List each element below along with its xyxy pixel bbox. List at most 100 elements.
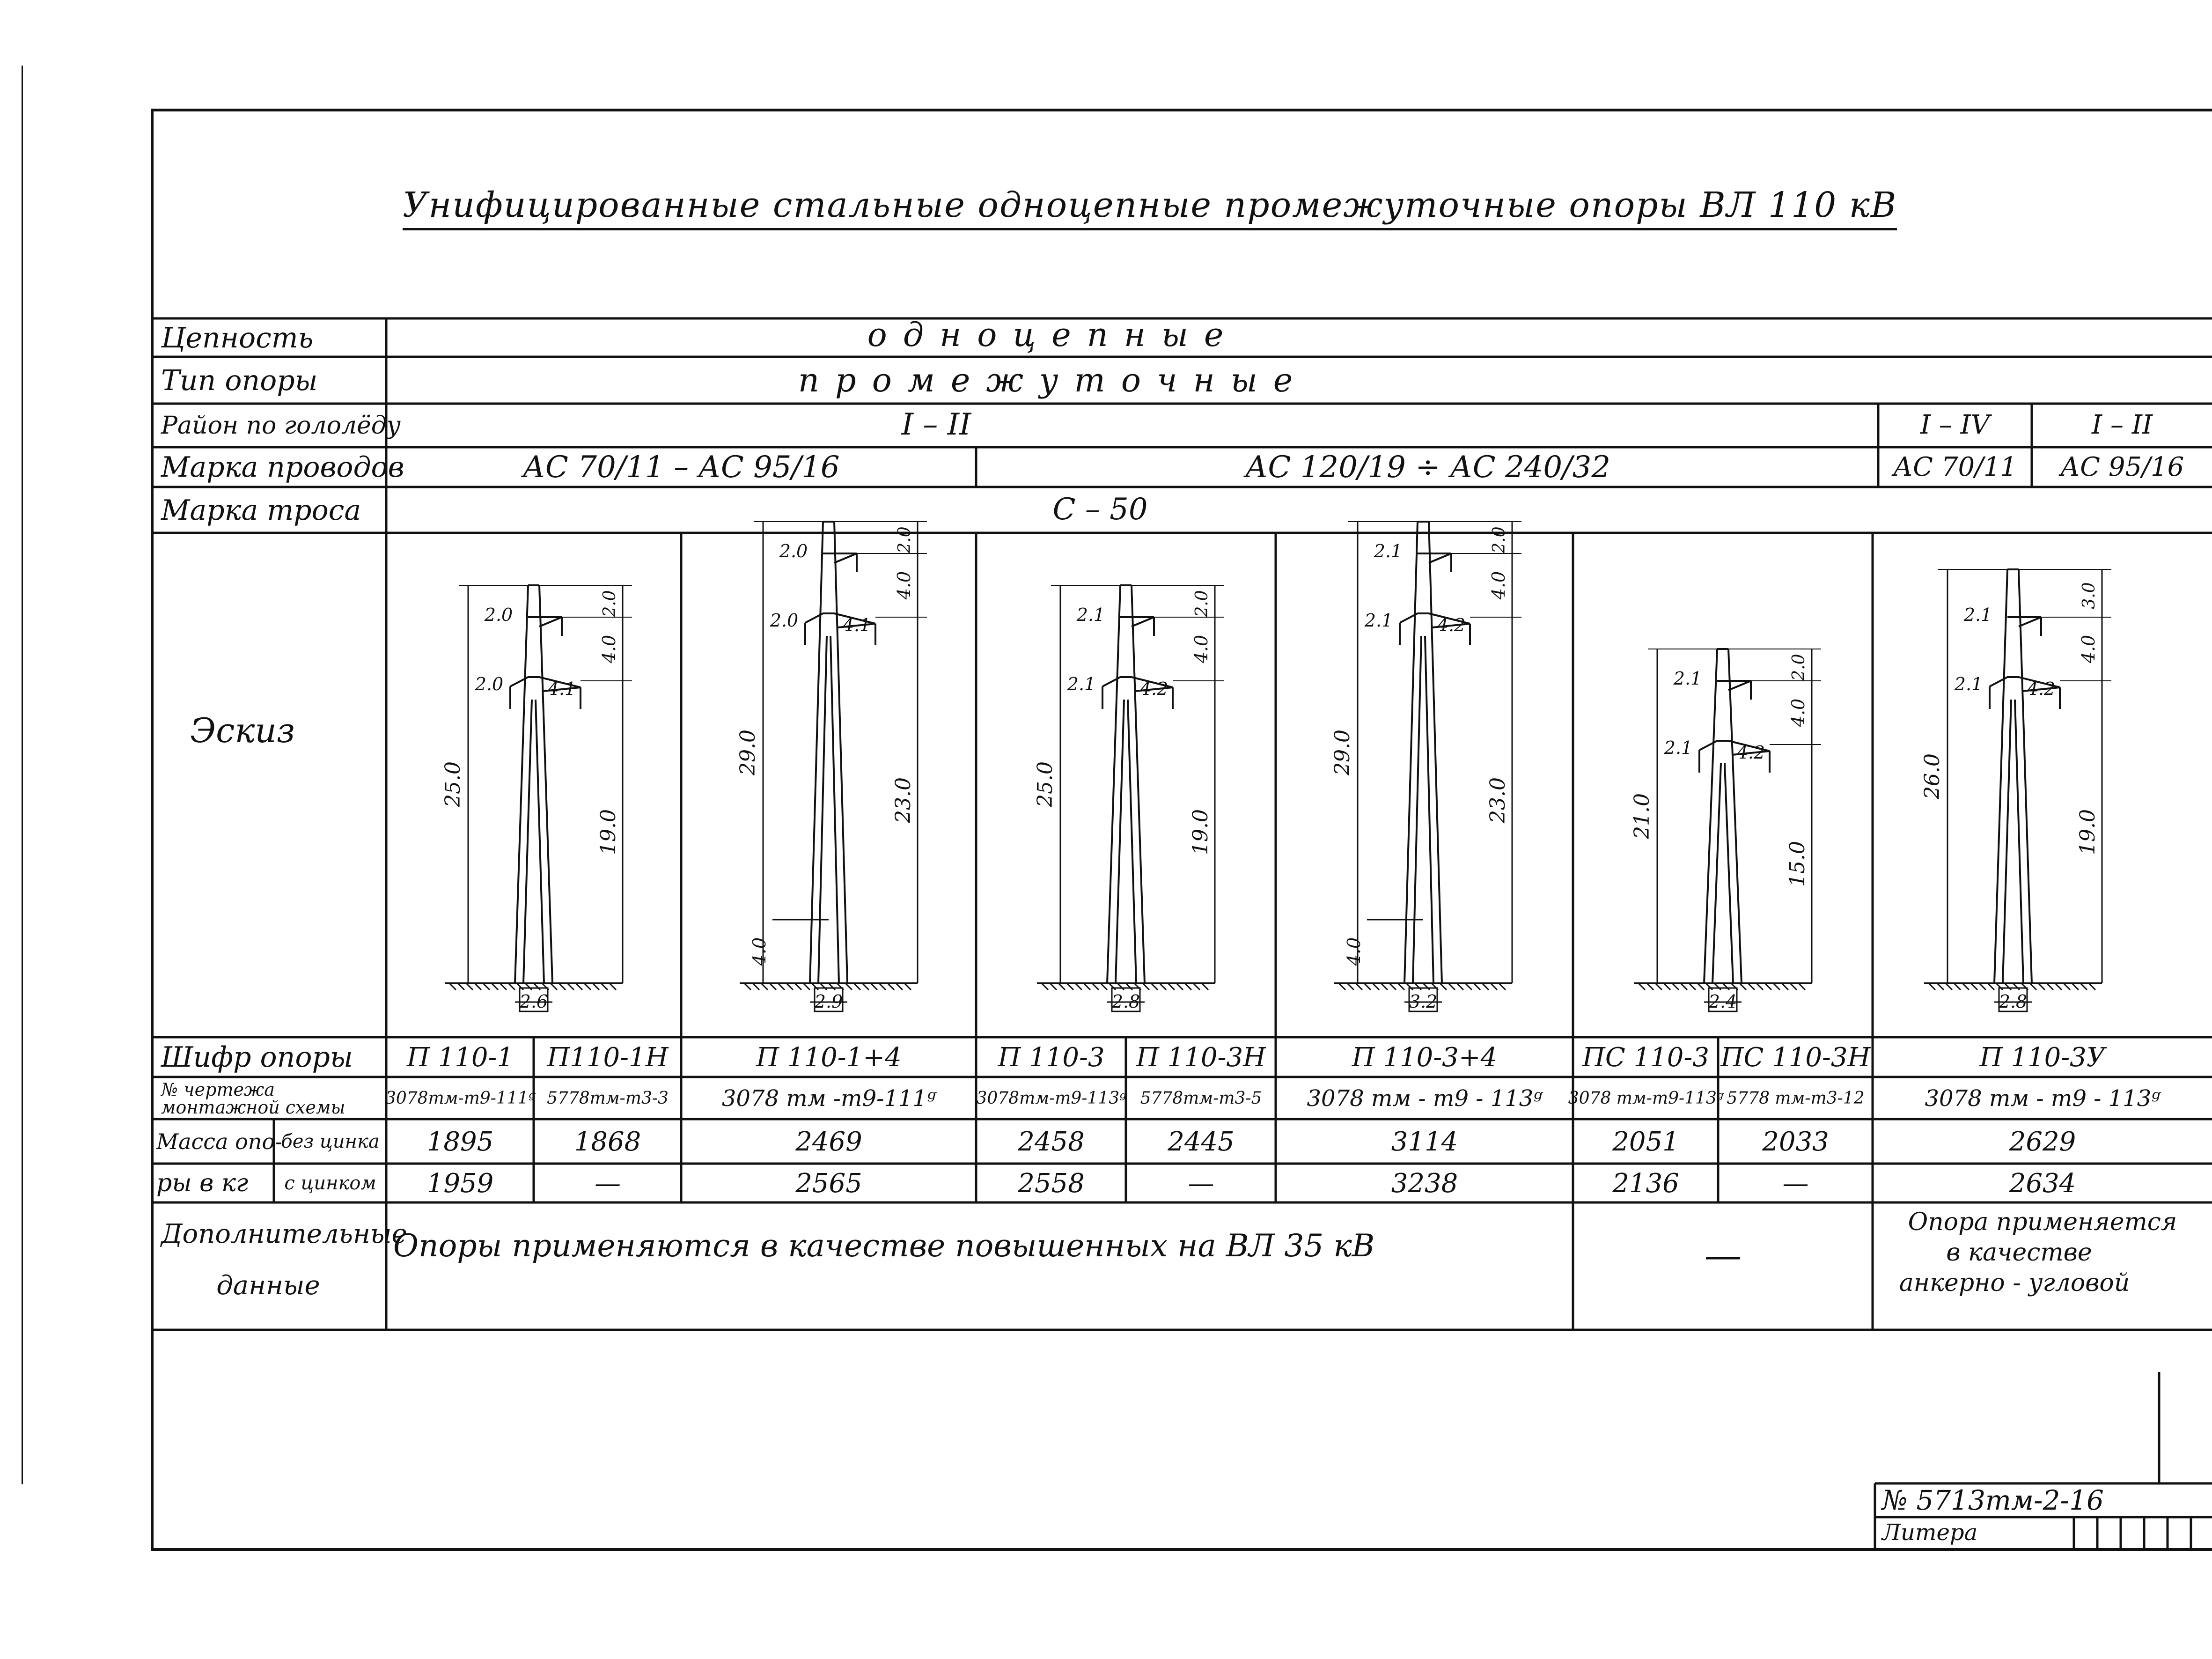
ground-hatch xyxy=(2037,982,2046,991)
ground-hatch xyxy=(752,982,760,991)
label-ice: Район по гололёду xyxy=(161,412,401,440)
ground-hatch xyxy=(1176,982,1184,991)
ground-hatch xyxy=(474,982,482,991)
ground-hatch xyxy=(550,982,558,991)
ground-hatch xyxy=(1142,982,1150,991)
dim-top-label: 2.0 xyxy=(1789,654,1808,681)
ground-hatch xyxy=(1397,982,1405,991)
extra-text-3b: в качестве xyxy=(1946,1239,2092,1267)
dim-bottom-label: 19.0 xyxy=(596,809,620,855)
label-code: Шифр опоры xyxy=(161,1041,353,1074)
crossarm-upper xyxy=(823,553,857,564)
tower-leg xyxy=(1727,649,1742,984)
extra-text-1: Опоры применяются в качестве повышенных … xyxy=(393,1227,1375,1264)
ground-hatch xyxy=(448,982,457,991)
wire-value-3: АС 70/11 xyxy=(1893,452,2017,482)
dim-total-label: 25.0 xyxy=(441,761,465,808)
drawing-1: 3078тм-т9-111ᵍ xyxy=(385,1089,536,1108)
ground-hatch xyxy=(1789,982,1798,991)
ground-hatch xyxy=(566,982,575,991)
base-box xyxy=(1708,987,1738,1012)
mass-zinc-2: — xyxy=(595,1168,621,1199)
ground-hatch xyxy=(1995,982,2004,991)
arm-label-3: 4.2 xyxy=(1736,742,1765,763)
ground-hatch xyxy=(878,982,887,991)
dim-top-label: 2.0 xyxy=(1192,590,1212,617)
tower-leg xyxy=(833,521,848,984)
ground-hatch xyxy=(1953,982,1962,991)
base-box xyxy=(1111,987,1141,1012)
margin-mark xyxy=(22,66,23,1484)
ground-hatch xyxy=(1422,982,1431,991)
ground-hatch xyxy=(1688,982,1697,991)
mass-bare-5: 2445 xyxy=(1168,1126,1235,1157)
ground-hatch xyxy=(1798,982,1806,991)
ground-hatch xyxy=(2063,982,2071,991)
ground-hatch xyxy=(1346,982,1355,991)
ground-hatch xyxy=(1372,982,1380,991)
ice-value-3: I – II xyxy=(2092,409,2153,440)
extra-text-3c: анкерно - угловой xyxy=(1899,1269,2130,1297)
ground-hatch xyxy=(1414,982,1422,991)
ground-hatch xyxy=(1159,982,1167,991)
tower-leg xyxy=(817,635,828,984)
dim-bottom-label: 23.0 xyxy=(1486,777,1510,824)
arm-label-3: 4.1 xyxy=(842,615,871,635)
ground-hatch xyxy=(870,982,878,991)
ground-hatch xyxy=(1671,982,1680,991)
tower-leg xyxy=(1428,521,1443,984)
ground-hatch xyxy=(600,982,609,991)
ground-hatch xyxy=(457,982,465,991)
ground-hatch xyxy=(1978,982,1987,991)
ground-hatch xyxy=(1192,982,1201,991)
drawing-6: 3078 тм - т9 - 113ᵍ xyxy=(1307,1085,1543,1112)
mass-zinc-9: 2634 xyxy=(2009,1168,2076,1199)
ground-hatch xyxy=(1058,982,1066,991)
tower-leg xyxy=(1993,569,2008,984)
ground-hatch xyxy=(1355,982,1363,991)
tower-leg xyxy=(1127,699,1137,984)
crossarm-lower xyxy=(1102,676,1173,692)
arm-label-1: 2.1 xyxy=(1963,605,1992,625)
tower-leg xyxy=(2014,699,2024,984)
mass-zinc-7: 2136 xyxy=(1612,1168,1679,1199)
code-8: ПС 110-3Н xyxy=(1720,1042,1871,1073)
tower-leg xyxy=(809,521,824,984)
mass-zinc-6: 3238 xyxy=(1391,1168,1458,1199)
ground-hatch xyxy=(1091,982,1100,991)
base-box xyxy=(814,987,844,1012)
ground-hatch xyxy=(1663,982,1671,991)
crossarm-lower xyxy=(1699,740,1770,756)
mass-bare-8: 2033 xyxy=(1762,1126,1829,1157)
mass-bare-1: 1895 xyxy=(426,1126,494,1157)
label-cable: Марка троса xyxy=(161,494,361,527)
code-9: П 110-3У xyxy=(1979,1042,2106,1073)
ground-hatch xyxy=(904,982,912,991)
arm-label-2: 2.1 xyxy=(1664,737,1692,758)
ground-hatch xyxy=(1945,982,1953,991)
ground-hatch xyxy=(1338,982,1346,991)
chain-value: одноцепные xyxy=(867,316,1240,354)
label-sketch: Эскиз xyxy=(190,711,295,750)
dim-total-label: 29.0 xyxy=(1330,730,1354,776)
dim-top-label: 2.0 xyxy=(895,526,914,553)
crossarm-upper xyxy=(528,616,562,627)
dim-total-label: 29.0 xyxy=(736,730,760,776)
mass-bare-2: 1868 xyxy=(574,1126,641,1157)
ground-hatch xyxy=(1498,982,1507,991)
ground-hatch xyxy=(743,982,752,991)
ground-hatch xyxy=(1100,982,1108,991)
mass-zinc-1: 1959 xyxy=(426,1168,494,1199)
dim-top-label: 2.0 xyxy=(600,590,619,617)
ground-hatch xyxy=(1638,982,1646,991)
tower-leg xyxy=(1424,635,1434,984)
dim-bottom-label: 19.0 xyxy=(2076,809,2100,855)
extension-label: 4.0 xyxy=(1344,937,1364,966)
ground-hatch xyxy=(760,982,769,991)
arm-label-2: 2.1 xyxy=(1067,674,1095,694)
ground-hatch xyxy=(2029,982,2037,991)
code-6: П 110-3+4 xyxy=(1352,1042,1498,1073)
base-box xyxy=(1408,987,1438,1012)
tower-leg xyxy=(514,585,529,984)
ground-hatch xyxy=(1389,982,1397,991)
